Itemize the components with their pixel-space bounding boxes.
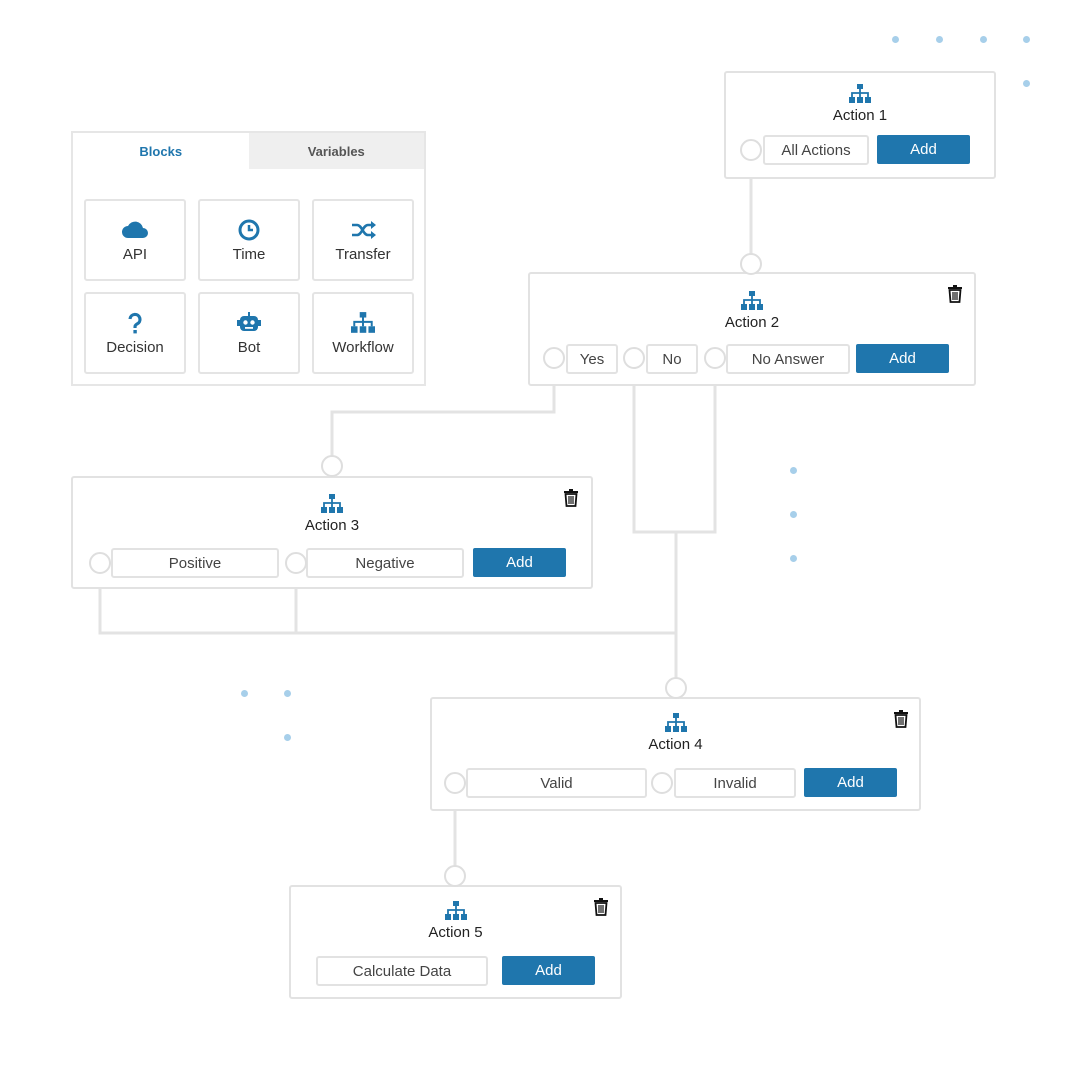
palette-tabs: Blocks Variables <box>73 133 424 169</box>
block-label: Decision <box>106 338 164 356</box>
workflow-icon <box>444 901 467 920</box>
decor-dot <box>980 36 987 43</box>
input-port[interactable] <box>444 865 466 887</box>
trash-icon[interactable] <box>593 898 609 916</box>
decor-dot <box>790 555 797 562</box>
block-grid: API Time Transfer Decision Bot Workflow <box>84 199 414 374</box>
output-port-no-answer[interactable] <box>704 347 726 369</box>
block-transfer[interactable]: Transfer <box>312 199 414 281</box>
action-title: Action 1 <box>832 107 888 124</box>
action-header: Action 4 <box>432 712 919 753</box>
workflow-icon <box>351 311 375 333</box>
workflow-icon <box>664 713 687 732</box>
action-card-2[interactable]: Action 2 Yes No No Answer Add <box>528 272 976 386</box>
workflow-icon <box>741 291 763 310</box>
output-port-yes[interactable] <box>543 347 565 369</box>
decor-dot <box>790 511 797 518</box>
tab-variables[interactable]: Variables <box>248 133 424 169</box>
block-label: Bot <box>237 338 261 356</box>
workflow-icon <box>849 84 871 103</box>
block-api[interactable]: API <box>84 199 186 281</box>
action-card-4[interactable]: Action 4 Valid Invalid Add <box>430 697 921 811</box>
trash-icon[interactable] <box>947 285 963 303</box>
option-valid[interactable]: Valid <box>466 768 647 798</box>
clock-icon <box>238 219 260 240</box>
block-label: Workflow <box>332 338 394 356</box>
option-invalid[interactable]: Invalid <box>674 768 796 798</box>
block-bot[interactable]: Bot <box>198 292 300 374</box>
trash-icon[interactable] <box>893 710 909 728</box>
block-time[interactable]: Time <box>198 199 300 281</box>
question-icon <box>128 312 142 333</box>
output-port-invalid[interactable] <box>651 772 673 794</box>
add-button[interactable]: Add <box>856 344 949 373</box>
block-label: Time <box>232 245 266 263</box>
decor-dot <box>284 734 291 741</box>
input-port[interactable] <box>665 677 687 699</box>
block-label: API <box>122 245 148 263</box>
action-header: Action 5 <box>291 900 620 941</box>
action-title: Action 2 <box>724 314 780 331</box>
output-port[interactable] <box>740 139 762 161</box>
action-header: Action 3 <box>73 493 591 534</box>
robot-icon <box>237 311 261 331</box>
block-workflow[interactable]: Workflow <box>312 292 414 374</box>
decor-dot <box>892 36 899 43</box>
option-calculate-data[interactable]: Calculate Data <box>316 956 488 986</box>
add-button[interactable]: Add <box>877 135 970 164</box>
output-port-valid[interactable] <box>444 772 466 794</box>
decor-dot <box>790 467 797 474</box>
action-card-5[interactable]: Action 5 Calculate Data Add <box>289 885 622 999</box>
action-title: Action 4 <box>648 736 703 753</box>
add-button[interactable]: Add <box>473 548 566 577</box>
output-port-positive[interactable] <box>89 552 111 574</box>
trash-icon[interactable] <box>563 489 579 507</box>
decor-dot <box>284 690 291 697</box>
option-yes[interactable]: Yes <box>566 344 618 374</box>
option-no[interactable]: No <box>646 344 698 374</box>
action-title: Action 3 <box>304 517 360 534</box>
cloud-icon <box>122 221 148 238</box>
block-decision[interactable]: Decision <box>84 292 186 374</box>
input-port[interactable] <box>321 455 343 477</box>
action-header: Action 2 <box>530 290 974 331</box>
add-button[interactable]: Add <box>502 956 595 985</box>
option-all-actions[interactable]: All Actions <box>763 135 869 165</box>
output-port-negative[interactable] <box>285 552 307 574</box>
action-card-1[interactable]: Action 1 All Actions Add <box>724 71 996 179</box>
action-card-3[interactable]: Action 3 Positive Negative Add <box>71 476 593 589</box>
decor-dot <box>1023 80 1030 87</box>
option-no-answer[interactable]: No Answer <box>726 344 850 374</box>
blocks-palette: Blocks Variables API Time Transfer Decis… <box>71 131 426 386</box>
block-label: Transfer <box>335 245 391 263</box>
action-title: Action 5 <box>428 924 483 941</box>
add-button[interactable]: Add <box>804 768 897 797</box>
option-positive[interactable]: Positive <box>111 548 279 578</box>
option-negative[interactable]: Negative <box>306 548 464 578</box>
input-port[interactable] <box>740 253 762 275</box>
output-port-no[interactable] <box>623 347 645 369</box>
action-header: Action 1 <box>726 83 994 124</box>
decor-dot <box>1023 36 1030 43</box>
decor-dot <box>241 690 248 697</box>
shuffle-icon <box>352 220 376 239</box>
tab-blocks[interactable]: Blocks <box>73 133 249 169</box>
workflow-icon <box>321 494 343 513</box>
decor-dot <box>936 36 943 43</box>
